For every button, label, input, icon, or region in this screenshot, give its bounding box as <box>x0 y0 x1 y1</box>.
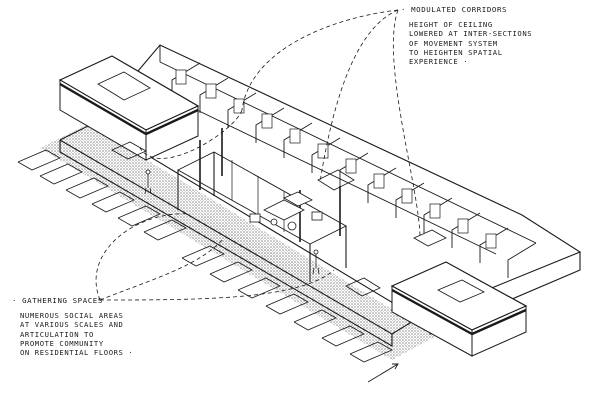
modulated-corridors-text: HEIGHT OF CEILING LOWERED AT INTER-SECTI… <box>401 20 532 66</box>
note-line: OF MOVEMENT SYSTEM <box>409 38 498 48</box>
front-balconies <box>17 149 393 363</box>
note-line: EXPERIENCE · <box>409 57 469 67</box>
note-line: HEIGHT OF CEILING <box>409 20 493 30</box>
right-roof-block <box>390 261 528 357</box>
modulated-corridors-title: · MODULATED CORRIDORS <box>401 5 508 14</box>
corridors-leader <box>241 9 399 111</box>
note-line: PROMOTE COMMUNITY <box>20 338 104 348</box>
note-line: AT VARIOUS SCALES AND <box>20 320 124 330</box>
gathering-leader <box>99 237 225 301</box>
note-line: TO HEIGHTEN SPATIAL <box>409 47 503 57</box>
note-line: ARTICULATION TO <box>20 329 94 339</box>
modulated-corridors-note: · MODULATED CORRIDORS HEIGHT OF CEILING … <box>401 5 532 66</box>
gathering-spaces-note: · GATHERING SPACES NUMEROUS SOCIAL AREAS… <box>12 296 133 357</box>
note-line: ON RESIDENTIAL FLOORS · <box>20 348 134 358</box>
corridor-ceiling-frames <box>111 141 447 297</box>
rear-unit-walls <box>159 45 537 278</box>
note-line: LOWERED AT INTER-SECTIONS <box>409 29 533 39</box>
note-line: NUMEROUS SOCIAL AREAS <box>20 311 124 321</box>
left-roof-block <box>58 55 200 161</box>
central-gathering-space <box>177 128 347 282</box>
gathering-spaces-title: · GATHERING SPACES <box>12 296 103 305</box>
human-figures <box>144 169 320 275</box>
rear-unit-windows <box>175 69 497 249</box>
gathering-spaces-text: NUMEROUS SOCIAL AREAS AT VARIOUS SCALES … <box>12 311 133 357</box>
annotation-leaders <box>95 9 421 301</box>
entry-arrows <box>367 363 399 383</box>
furniture-cluster <box>249 191 323 231</box>
